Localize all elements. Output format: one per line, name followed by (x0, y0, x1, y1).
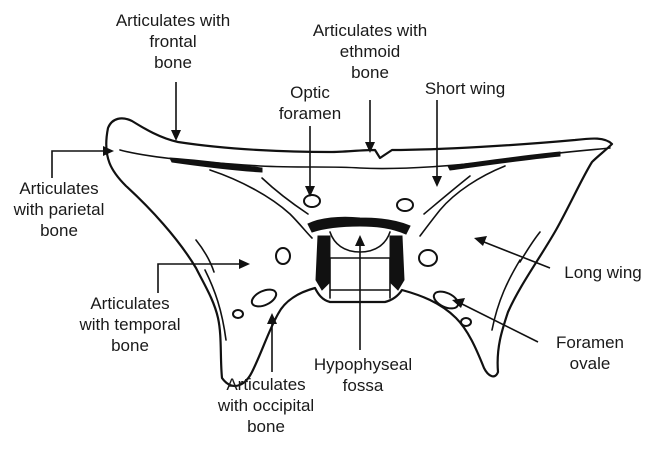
label-occipital: Articulates with occipital bone (196, 374, 336, 437)
right-optic-foramen (397, 199, 413, 211)
label-optic-foramen: Optic foramen (260, 82, 360, 124)
label-long-wing: Long wing (550, 262, 656, 283)
label-parietal: Articulates with parietal bone (0, 178, 118, 241)
left-optic-foramen (304, 195, 320, 207)
right-foramen-spinosum (461, 318, 471, 326)
leader-parietal (52, 151, 104, 178)
label-frontal: Articulates with frontal bone (88, 10, 258, 73)
label-temporal: Articulates with temporal bone (62, 293, 198, 356)
label-ethmoid: Articulates with ethmoid bone (285, 20, 455, 83)
label-foramen-ovale: Foramen ovale (536, 332, 644, 374)
left-foramen-spinosum (233, 310, 243, 318)
arrowhead-frontal (171, 130, 181, 141)
dorsum-left-dark (316, 236, 330, 290)
label-short-wing: Short wing (400, 78, 530, 99)
dorsum-right-dark (390, 236, 404, 290)
right-foramen-rotundum (419, 250, 437, 266)
left-foramen-rotundum (276, 248, 290, 264)
